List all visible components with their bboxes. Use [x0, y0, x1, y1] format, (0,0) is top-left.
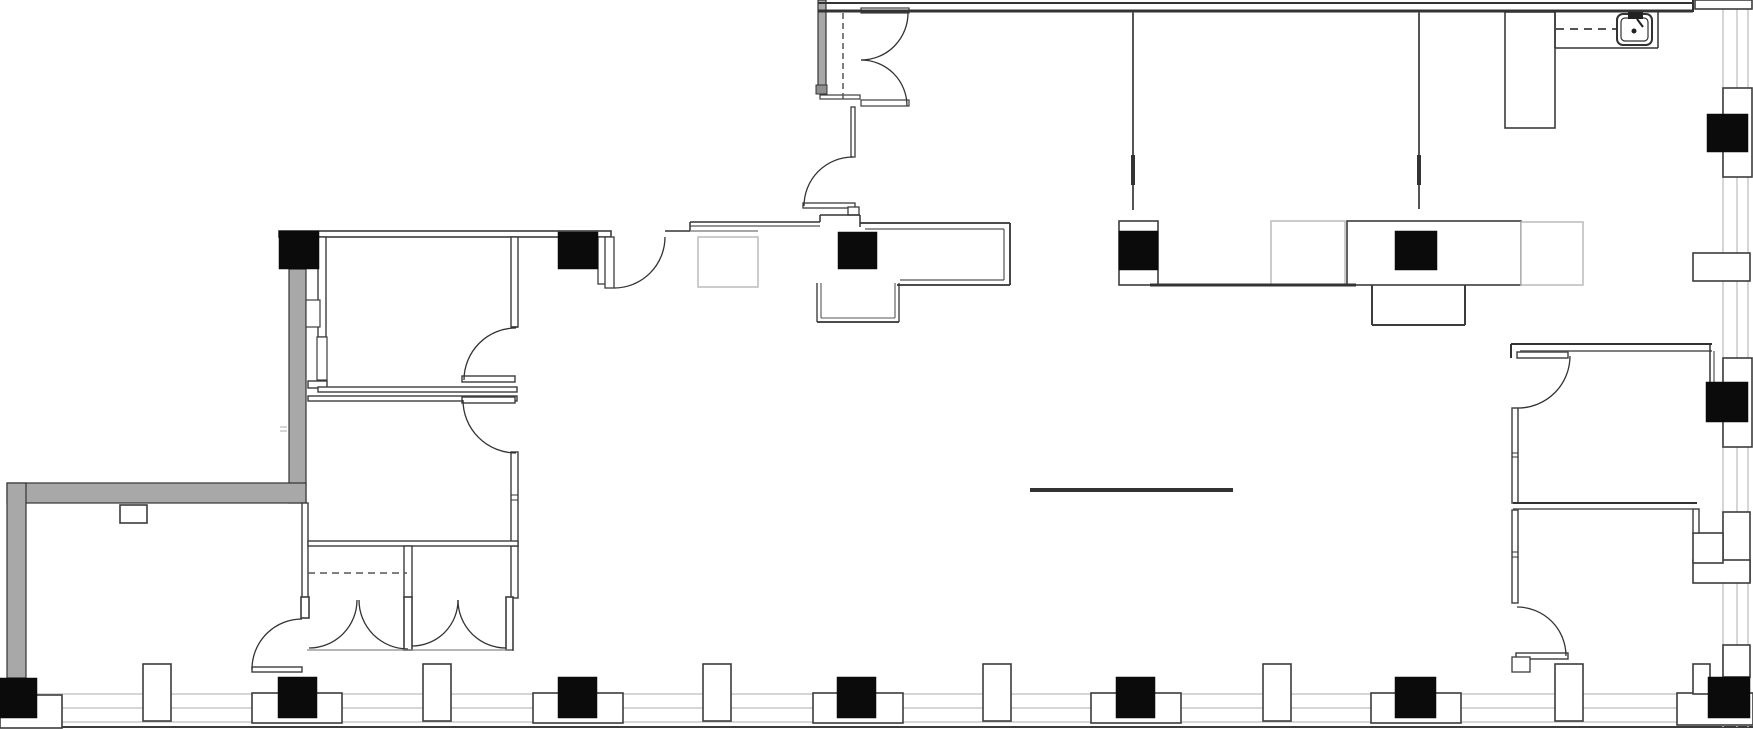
door-swing-arc — [860, 59, 908, 107]
wall-mullion-box — [142, 663, 172, 722]
door-swing-arc — [251, 618, 303, 670]
sink-faucet-handle — [1636, 18, 1644, 28]
door-leaf — [461, 396, 516, 404]
structural-column — [836, 676, 877, 719]
wall-mullion-box — [1554, 663, 1584, 722]
wall-mullion-box — [422, 663, 452, 722]
shear-wall-arm — [6, 482, 307, 504]
divider-jog — [1692, 508, 1700, 534]
entry-threshold — [860, 99, 910, 107]
east-wall-low — [510, 545, 519, 599]
shear-wall-left — [6, 482, 27, 679]
closet-divider — [403, 545, 413, 599]
door-step — [1511, 656, 1531, 673]
right-wall-mullion-box — [1692, 252, 1751, 282]
entry-wall-notch — [815, 84, 828, 95]
wall-mullion-box — [1262, 663, 1292, 722]
door-swing-arc — [803, 156, 854, 207]
window-panel — [305, 299, 321, 328]
structural-column — [1115, 676, 1156, 719]
door-leaf — [461, 375, 516, 383]
window-panel — [316, 336, 328, 381]
partition-wall — [307, 395, 518, 402]
door-swing-arc — [457, 599, 507, 649]
sink-drain — [1631, 28, 1637, 34]
door-swing-arc — [613, 236, 666, 289]
wall-below-shear — [301, 502, 309, 599]
entry-partition — [850, 106, 856, 158]
structural-column — [0, 677, 38, 719]
door-swing-arc — [1517, 355, 1571, 409]
right-wall-mullion-box — [1722, 644, 1751, 678]
east-wall-mid — [510, 451, 519, 547]
furniture-outline — [697, 236, 759, 288]
structural-column — [1118, 230, 1159, 271]
east-wall-upper — [510, 236, 519, 328]
door-leaf — [251, 666, 303, 673]
top-corner-box — [1694, 0, 1753, 10]
closet-notch-box — [1692, 532, 1724, 564]
door-leaf — [1516, 351, 1569, 359]
structural-column — [837, 231, 878, 270]
entry-wall — [817, 0, 827, 90]
entry-jamb — [819, 94, 861, 100]
door-swing-arc — [358, 599, 409, 650]
door-swing-arc — [1516, 606, 1567, 657]
structural-column — [1707, 676, 1751, 719]
door-post — [403, 596, 413, 651]
door-leaf — [604, 236, 615, 289]
structural-column — [277, 676, 318, 719]
door-swing-arc — [860, 12, 909, 61]
room-west-wall-a — [1511, 407, 1519, 504]
door-leaf — [1515, 652, 1569, 660]
structural-column — [1706, 113, 1749, 153]
structural-column — [278, 230, 320, 270]
structural-column — [557, 676, 598, 719]
partition-wall — [317, 386, 518, 393]
shear-wall-vertical — [288, 268, 307, 504]
door-post — [300, 596, 310, 619]
door-swing-arc — [411, 599, 459, 647]
door-swing-arc — [308, 599, 358, 649]
wall-mullion-box — [702, 663, 732, 722]
structural-column — [1394, 230, 1438, 271]
furniture-outline — [1520, 221, 1584, 286]
structural-column — [1705, 381, 1749, 423]
structural-column — [1394, 676, 1437, 719]
wall-mullion-box — [982, 663, 1012, 722]
structural-column — [557, 231, 599, 270]
tall-cabinet — [1504, 11, 1556, 129]
furniture-outline — [1270, 220, 1346, 286]
door-swing-arc — [462, 399, 517, 454]
door-post — [505, 596, 514, 651]
wall-notch-box — [119, 504, 148, 524]
sink-faucet — [1628, 12, 1643, 19]
closet-top-wall — [307, 540, 519, 547]
door-leaf — [802, 202, 856, 209]
right-wall-step-box — [1692, 663, 1711, 695]
enclosure-nub — [847, 206, 860, 216]
door-swing-arc — [463, 327, 517, 381]
